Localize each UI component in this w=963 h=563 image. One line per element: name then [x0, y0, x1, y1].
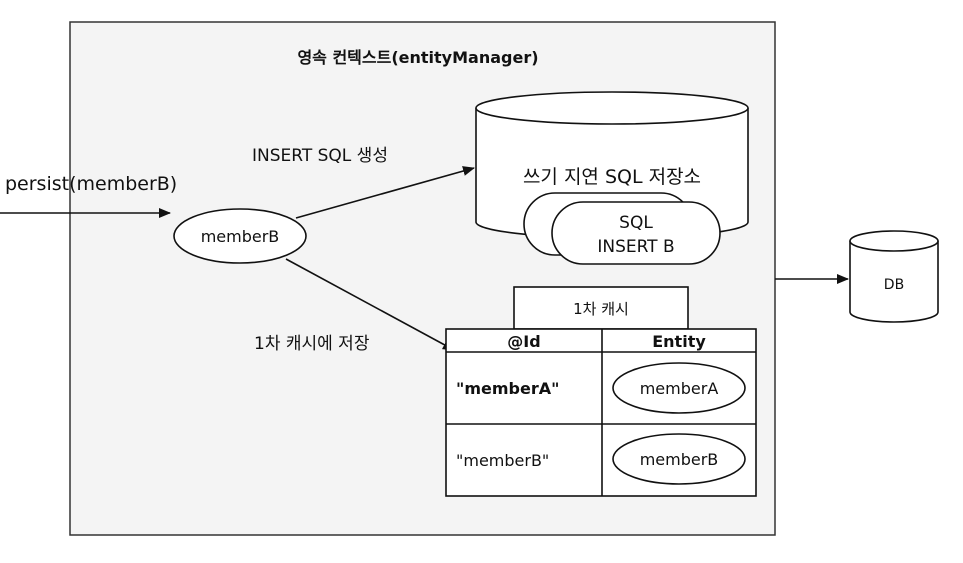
store-in-cache-arrow — [285, 258, 455, 351]
sql-store-cylinder-top — [475, 91, 749, 125]
cache-header-id: @Id — [507, 332, 540, 351]
insert-sql-arrow — [295, 166, 475, 219]
insert-sql-label: INSERT SQL 생성 — [252, 146, 388, 166]
sql-entry-line1: SQL — [619, 213, 653, 233]
cache-row2-id: "memberB" — [456, 451, 549, 470]
context-title: 영속 컨텍스트(entityManager) — [297, 48, 538, 67]
db-cylinder — [849, 241, 939, 323]
sql-entry-front — [551, 201, 721, 265]
db-label: DB — [884, 277, 904, 293]
cache-title: 1차 캐시 — [573, 300, 629, 318]
cache-row1-entity-node — [612, 362, 746, 414]
db-cylinder-top — [849, 230, 939, 252]
cache-row1-id: "memberA" — [456, 379, 559, 398]
store-in-cache-label: 1차 캐시에 저장 — [254, 334, 370, 354]
cache-header-entity: Entity — [652, 332, 706, 351]
cache-row2-entity: memberB — [640, 450, 719, 469]
cache-row2-entity-node — [612, 433, 746, 485]
memberB-node — [173, 208, 307, 264]
sql-entry-line2: INSERT B — [597, 237, 674, 257]
sql-store-title: 쓰기 지연 SQL 저장소 — [523, 166, 701, 188]
persist-label: persist(memberB) — [5, 173, 177, 195]
memberB-node-label: memberB — [201, 227, 280, 246]
cache-row1-entity: memberA — [640, 379, 719, 398]
